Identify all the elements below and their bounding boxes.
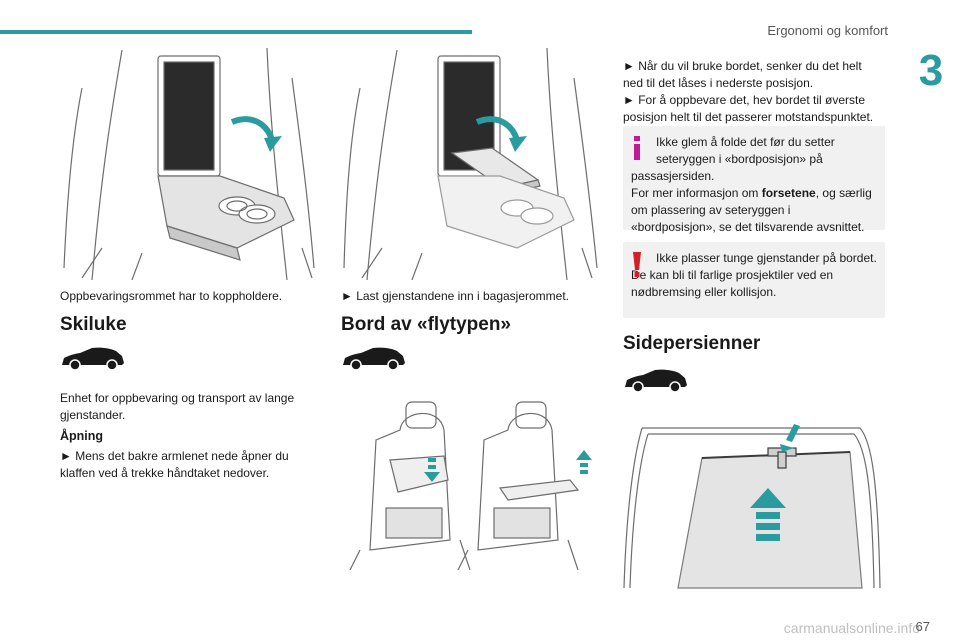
info-text-3c: , og særlig om plassering av seteryggen … [631, 186, 872, 234]
warning-text-1: Ikke plasser tunge gjenstander på bordet… [656, 251, 877, 265]
info-text-3a: For mer informasjon om [631, 186, 762, 200]
section-heading-bord: Bord av «flytypen» [341, 314, 511, 335]
armrest-storage-illustration [63, 48, 315, 280]
subheading-apning: Åpning [60, 429, 104, 443]
info-text-2: passasjersiden. [631, 169, 715, 183]
warning-text-2: De kan bli til farlige prosjektiler ved … [631, 268, 834, 299]
instruction-bullet: ► Last gjenstandene inn i bagasjerommet. [341, 289, 570, 303]
illustration-caption: Oppbevaringsrommet har to koppholdere. [60, 289, 283, 303]
section-heading-sidepersienner: Sidepersienner [623, 333, 761, 354]
chapter-tab: 3 [902, 40, 960, 102]
info-text-3b: forsetene [761, 186, 816, 200]
page-number: 67 [915, 619, 930, 634]
warning-icon [633, 252, 641, 277]
info-box: Ikke glem å folde det før du setter sete… [623, 126, 885, 234]
section-heading-skiluke: Skiluke [60, 314, 127, 335]
car-silhouette-icon [343, 347, 405, 371]
watermark: carmanualsonline.info [783, 620, 920, 636]
instruction-bullet-1: ► Når du vil bruke bordet, senker du det… [623, 59, 862, 90]
header-accent-bar [0, 30, 472, 34]
info-icon [634, 136, 640, 160]
side-blind-illustration [623, 424, 881, 589]
warning-box: Ikke plasser tunge gjenstander på bordet… [623, 242, 885, 318]
instruction-bullet-2: ► For å oppbevare det, hev bordet til øv… [623, 93, 874, 124]
ski-hatch-loading-illustration [343, 48, 598, 280]
car-silhouette-icon [62, 347, 124, 371]
intro-text: Enhet for oppbevaring og transport av la… [60, 391, 295, 422]
section-title: Ergonomi og komfort [767, 23, 888, 38]
car-silhouette-icon [625, 369, 687, 393]
instruction-bullet: ► Mens det bakre armlenet nede åpner du … [60, 449, 289, 480]
info-text-1: Ikke glem å folde det før du setter sete… [656, 135, 835, 166]
seatback-table-illustration [349, 401, 592, 570]
chapter-number: 3 [918, 46, 944, 95]
